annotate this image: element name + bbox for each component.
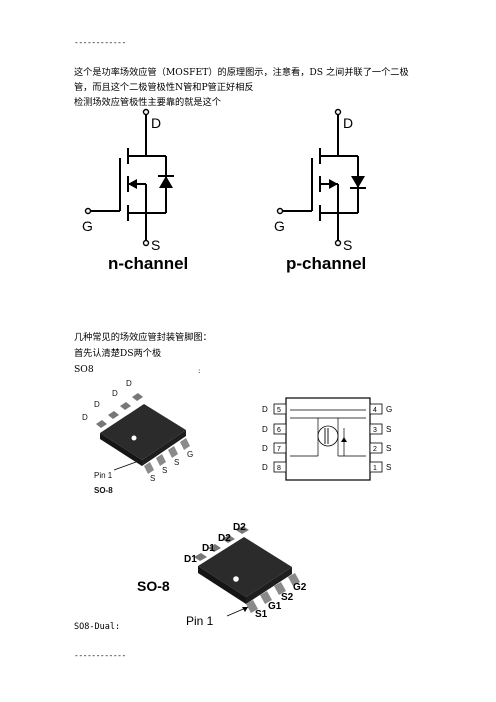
pinout-left-label-2: D	[262, 425, 268, 434]
n-gate-label: G	[82, 218, 93, 234]
so8-pin1-label: Pin 1	[94, 471, 113, 480]
so8-top-pin-label-2: D	[112, 389, 118, 398]
pinout-right-num-2: 3	[373, 427, 377, 434]
n-source-label: S	[151, 237, 160, 253]
so8-bottom-pin-label-2: S	[162, 466, 167, 475]
n-channel-schematic: D G S n-channel	[82, 108, 188, 273]
pinout-right-label-1: G	[386, 405, 392, 414]
dual-bottom-pin-label-3: S2	[281, 592, 294, 603]
intro-line-1: 这个是功率场效应管（MOSFET）的原理图示，注意看，DS 之间并联了一个二极	[74, 67, 409, 78]
so8-bottom-pin-label-1: S	[150, 474, 155, 483]
n-channel-caption: n-channel	[108, 254, 188, 273]
section2-line-2: 首先认清楚DS两个极	[74, 348, 162, 359]
dual-top-pin-label-2: D1	[202, 543, 215, 554]
pinout-right-num-3: 2	[373, 446, 377, 453]
footer-rule: ------------	[74, 651, 126, 660]
so8-top-pin-label-1: D	[126, 379, 132, 388]
p-channel-schematic: D G S p-channel	[274, 108, 366, 273]
so8-dual-package-illustration: D1 D1 D2 D2 S1 G1 S2 G2 SO-8 Pin 1	[137, 522, 307, 628]
dual-top-pin-label-4: D2	[233, 522, 246, 533]
p-drain-label: D	[343, 115, 353, 131]
pinout-left-label-4: D	[262, 463, 268, 472]
dual-top-pin-label-3: D2	[218, 533, 231, 544]
pinout-left-label-1: D	[262, 405, 268, 414]
so8-pinout-diagram: D 5 D 6 D 7 D 8 4 G 3 S 2 S 1 S	[262, 397, 392, 481]
header-rule: ------------	[74, 38, 126, 47]
so8-bottom-pin-label-3: S	[174, 458, 179, 467]
p-channel-caption: p-channel	[286, 254, 366, 273]
so8-package-name: SO-8	[94, 486, 113, 495]
pinout-right-num-4: 1	[373, 465, 377, 472]
pinout-right-label-4: S	[386, 463, 391, 472]
so8-bottom-pin-label-4: G	[187, 450, 193, 459]
dual-bottom-pin-label-4: G2	[293, 582, 307, 593]
pinout-right-num-1: 4	[373, 407, 377, 414]
section2-dot: :	[198, 367, 201, 375]
n-drain-label: D	[151, 115, 161, 131]
dual-bottom-pin-label-2: G1	[268, 601, 282, 612]
dual-package-name: SO-8	[137, 578, 170, 594]
pinout-right-label-2: S	[386, 425, 391, 434]
dual-bottom-pin-label-1: S1	[255, 609, 268, 620]
intro-line-3: 检测场效应管极性主要靠的就是这个	[74, 97, 221, 108]
pinout-left-num-3: 7	[277, 446, 281, 453]
p-gate-label: G	[274, 218, 285, 234]
pinout-left-num-4: 8	[277, 465, 281, 472]
section2-line-1: 几种常见的场效应管封装管脚图：	[74, 332, 212, 343]
so8-package-illustration: D D D D S S S G Pin 1 SO-8	[82, 379, 193, 495]
intro-line-2: 管，而且这个二极管极性N管和P管正好相反	[74, 82, 254, 93]
so8-top-pin-label-3: D	[94, 400, 100, 409]
dual-top-pin-label-1: D1	[184, 554, 197, 565]
dual-pin1-label: Pin 1	[186, 614, 214, 628]
pinout-left-num-1: 5	[277, 407, 281, 414]
p-source-label: S	[343, 237, 352, 253]
pinout-left-label-3: D	[262, 444, 268, 453]
section2-line-3: SO8	[74, 364, 94, 375]
pinout-left-num-2: 6	[277, 427, 281, 434]
pinout-right-label-3: S	[386, 444, 391, 453]
so8-top-pin-label-4: D	[82, 413, 88, 422]
so8-dual-caption: SO8-Dual:	[74, 622, 121, 632]
